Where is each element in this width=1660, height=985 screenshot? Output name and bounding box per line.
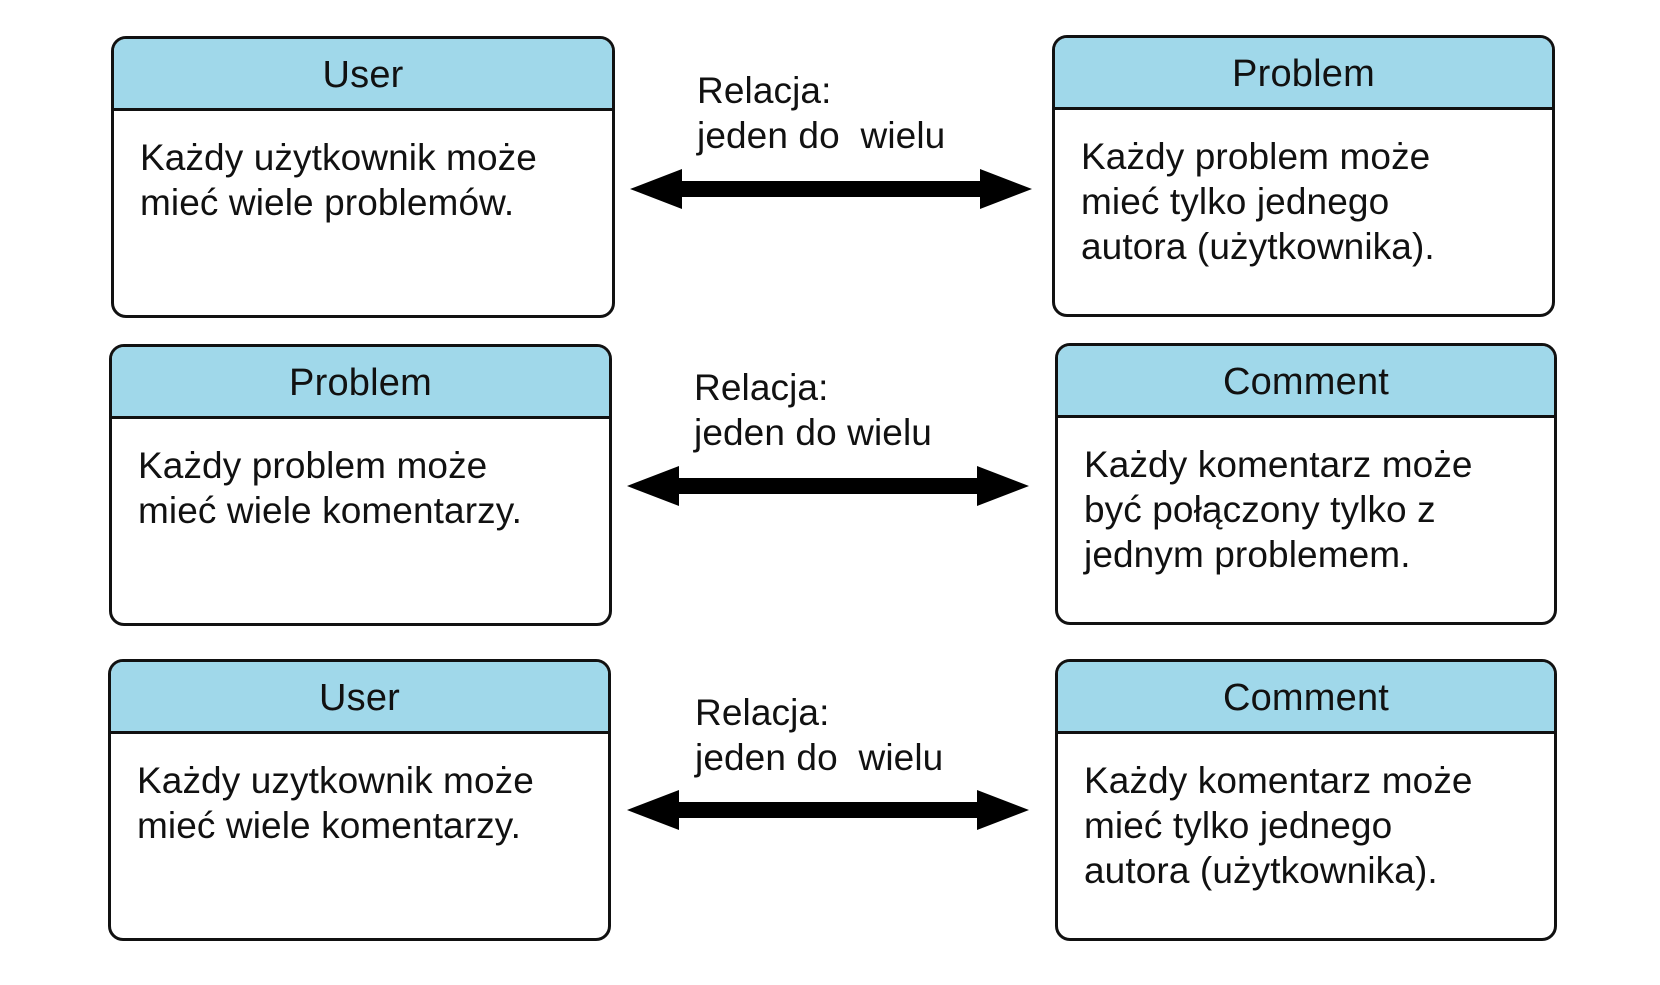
entity-description: Każdy problem może mieć wiele komentarzy… [112,419,609,533]
relation-label-cardinality: jeden do wielu [697,115,946,156]
entity-description-line: mieć tylko jednego [1084,805,1393,846]
entity-problem-box: Problem Każdy problem może mieć tylko je… [1052,35,1555,317]
relation-label: Relacja: jeden do wielu [697,68,945,158]
relation-label-heading: Relacja: [695,692,830,733]
relation-label-heading: Relacja: [697,70,832,111]
relation-label-cardinality: jeden do wielu [694,412,932,453]
entity-title: Comment [1058,662,1554,734]
entity-description-line: mieć wiele komentarzy. [138,490,522,531]
entity-description-line: Każdy komentarz może [1084,444,1473,485]
entity-description-line: autora (użytkownika). [1084,850,1438,891]
entity-title: Problem [112,347,609,419]
entity-user-box: User Każdy uzytkownik może mieć wiele ko… [108,659,611,941]
entity-comment-box: Comment Każdy komentarz może być połączo… [1055,343,1557,625]
entity-description-line: Każdy problem może [138,445,488,486]
entity-title: Comment [1058,346,1554,418]
entity-comment-box: Comment Każdy komentarz może mieć tylko … [1055,659,1557,941]
relation-label: Relacja: jeden do wielu [695,690,943,780]
entity-description-line: mieć tylko jednego [1081,181,1390,222]
entity-description: Każdy problem może mieć tylko jednego au… [1055,110,1552,269]
double-headed-arrow-icon [627,466,1029,506]
entity-description: Każdy komentarz może mieć tylko jednego … [1058,734,1554,893]
entity-description-line: jednym problemem. [1084,534,1411,575]
entity-title: Problem [1055,38,1552,110]
double-headed-arrow-icon [627,790,1029,830]
entity-title: User [114,39,612,111]
entity-user-box: User Każdy użytkownik może mieć wiele pr… [111,36,615,318]
entity-problem-box: Problem Każdy problem może mieć wiele ko… [109,344,612,626]
relation-label-heading: Relacja: [694,367,829,408]
entity-description: Każdy uzytkownik może mieć wiele komenta… [111,734,608,848]
entity-description-line: mieć wiele problemów. [140,182,515,223]
entity-description: Każdy komentarz może być połączony tylko… [1058,418,1554,577]
entity-description-line: mieć wiele komentarzy. [137,805,521,846]
double-headed-arrow-icon [630,169,1032,209]
entity-title: User [111,662,608,734]
relation-label-cardinality: jeden do wielu [695,737,944,778]
entity-description-line: Każdy problem może [1081,136,1431,177]
entity-description: Każdy użytkownik może mieć wiele problem… [114,111,612,225]
entity-description-line: Każdy użytkownik może [140,137,537,178]
entity-description-line: być połączony tylko z [1084,489,1436,530]
relation-label: Relacja: jeden do wielu [694,365,932,455]
entity-description-line: autora (użytkownika). [1081,226,1435,267]
entity-description-line: Każdy uzytkownik może [137,760,534,801]
entity-description-line: Każdy komentarz może [1084,760,1473,801]
